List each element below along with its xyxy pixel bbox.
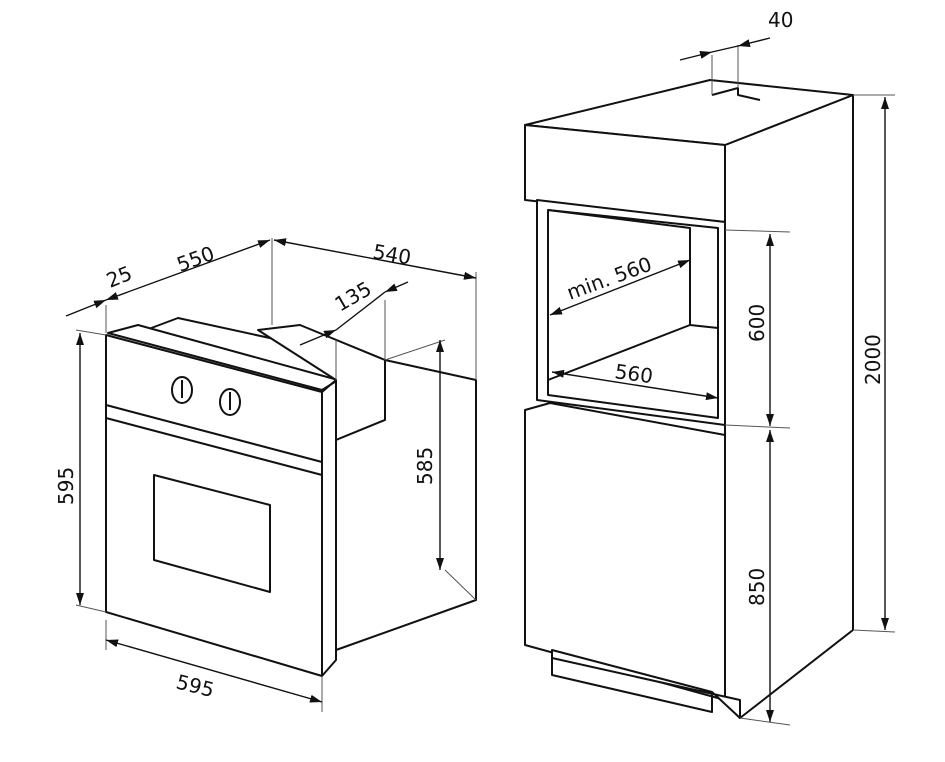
niche-back [547, 209, 719, 329]
label-585: 585 [413, 447, 437, 485]
dim-line-40b [737, 37, 771, 47]
label-135: 135 [331, 276, 376, 316]
control-strip-divider [105, 404, 323, 463]
label-595-width: 595 [174, 670, 217, 703]
label-595-height: 595 [54, 467, 78, 505]
cabinet-right-side [724, 94, 854, 719]
label-2000: 2000 [861, 334, 885, 385]
oven-drawing [105, 317, 477, 677]
cabinet-top-notch [711, 87, 761, 101]
lower-cabinet-front [524, 402, 726, 701]
front-panel-edge [321, 379, 337, 677]
label-25: 25 [103, 261, 136, 293]
label-40: 40 [768, 8, 793, 32]
dim-line-540 [273, 238, 477, 280]
dim-line-40a [679, 51, 713, 61]
dim-line-25 [65, 299, 107, 317]
control-strip-divider-2 [105, 417, 323, 476]
dim-line-min560 [549, 259, 691, 316]
label-540: 540 [371, 239, 413, 269]
label-850: 850 [745, 568, 769, 606]
label-550: 550 [174, 241, 218, 277]
cabinet-drawing [524, 79, 854, 719]
oven-window [153, 474, 271, 593]
dim-line-560 [551, 369, 719, 401]
label-600: 600 [745, 304, 769, 342]
cabinet-extension-lines [711, 45, 896, 726]
dim-line-135 [299, 329, 337, 346]
cabinet-dimensions [549, 37, 889, 722]
dim-line-595-width [105, 639, 323, 703]
oven-dimensions [65, 238, 477, 703]
knob-left-icon [171, 376, 193, 404]
niche-opening [547, 209, 719, 419]
dim-line-135b [384, 281, 409, 293]
knob-right-icon [219, 388, 241, 416]
dim-line-550 [105, 239, 271, 301]
label-560: 560 [613, 359, 654, 388]
oven-extension-lines [75, 238, 477, 712]
